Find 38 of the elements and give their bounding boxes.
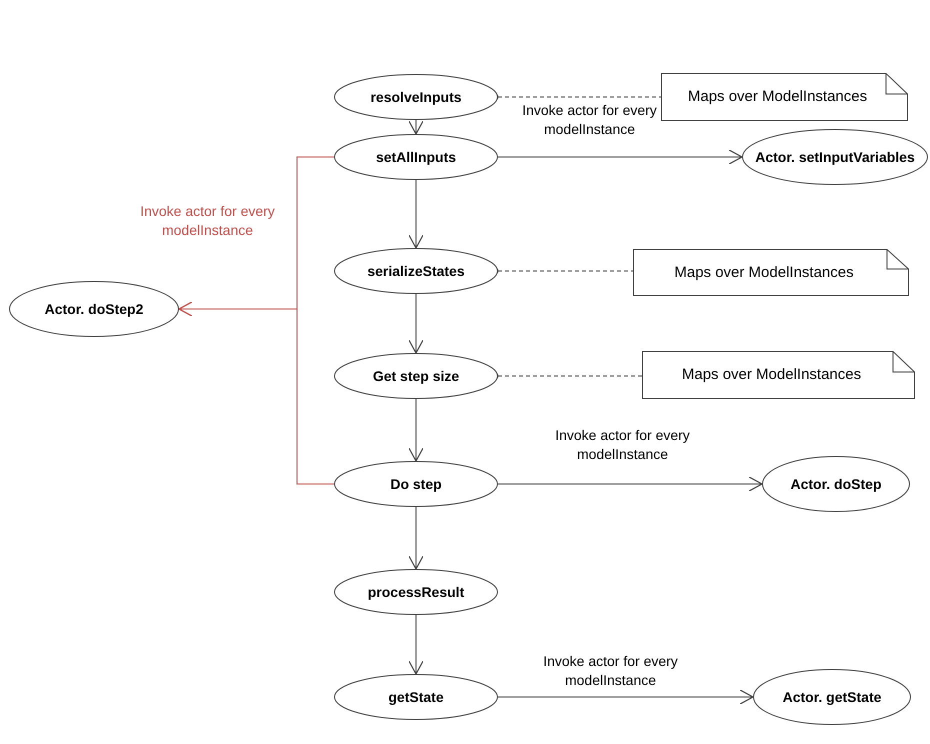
process-ellipse	[742, 129, 928, 185]
node-label: Maps over ModelInstances	[688, 88, 868, 106]
process-ellipse	[334, 248, 498, 294]
process-ellipse	[334, 353, 498, 399]
node-label: Actor. setInputVariables	[755, 148, 915, 166]
node-label: serializeStates	[367, 262, 465, 280]
node-label: setAllInputs	[376, 148, 456, 166]
arrow	[498, 476, 763, 492]
process-ellipse	[334, 569, 498, 615]
node-label: Actor. doStep2	[44, 300, 144, 318]
arrow	[408, 506, 424, 570]
note-box	[661, 73, 908, 121]
process-ellipse	[753, 669, 911, 725]
node-label: Maps over ModelInstances	[682, 366, 862, 384]
node-label: Actor. doStep	[790, 475, 882, 493]
arrow	[408, 180, 424, 249]
note-box	[642, 351, 915, 399]
node-label: processResult	[368, 583, 464, 601]
node-label: Get step size	[372, 367, 460, 385]
node-label: Do step	[390, 475, 442, 493]
arrow	[408, 614, 424, 675]
node-label: resolveInputs	[370, 88, 462, 106]
arrow	[178, 301, 334, 484]
arrow	[498, 689, 754, 705]
arrow	[408, 398, 424, 462]
node-label: Actor. getState	[782, 688, 882, 706]
process-ellipse	[334, 134, 498, 180]
arrow	[498, 149, 743, 165]
node-label: Maps over ModelInstances	[674, 264, 855, 282]
node-label: getState	[388, 688, 444, 706]
arrow	[408, 294, 424, 354]
process-ellipse	[334, 461, 498, 507]
process-ellipse	[334, 674, 498, 720]
note-box	[633, 249, 909, 296]
process-ellipse	[334, 74, 498, 120]
arrow	[408, 120, 424, 135]
process-ellipse	[9, 281, 179, 337]
process-ellipse	[762, 456, 910, 512]
